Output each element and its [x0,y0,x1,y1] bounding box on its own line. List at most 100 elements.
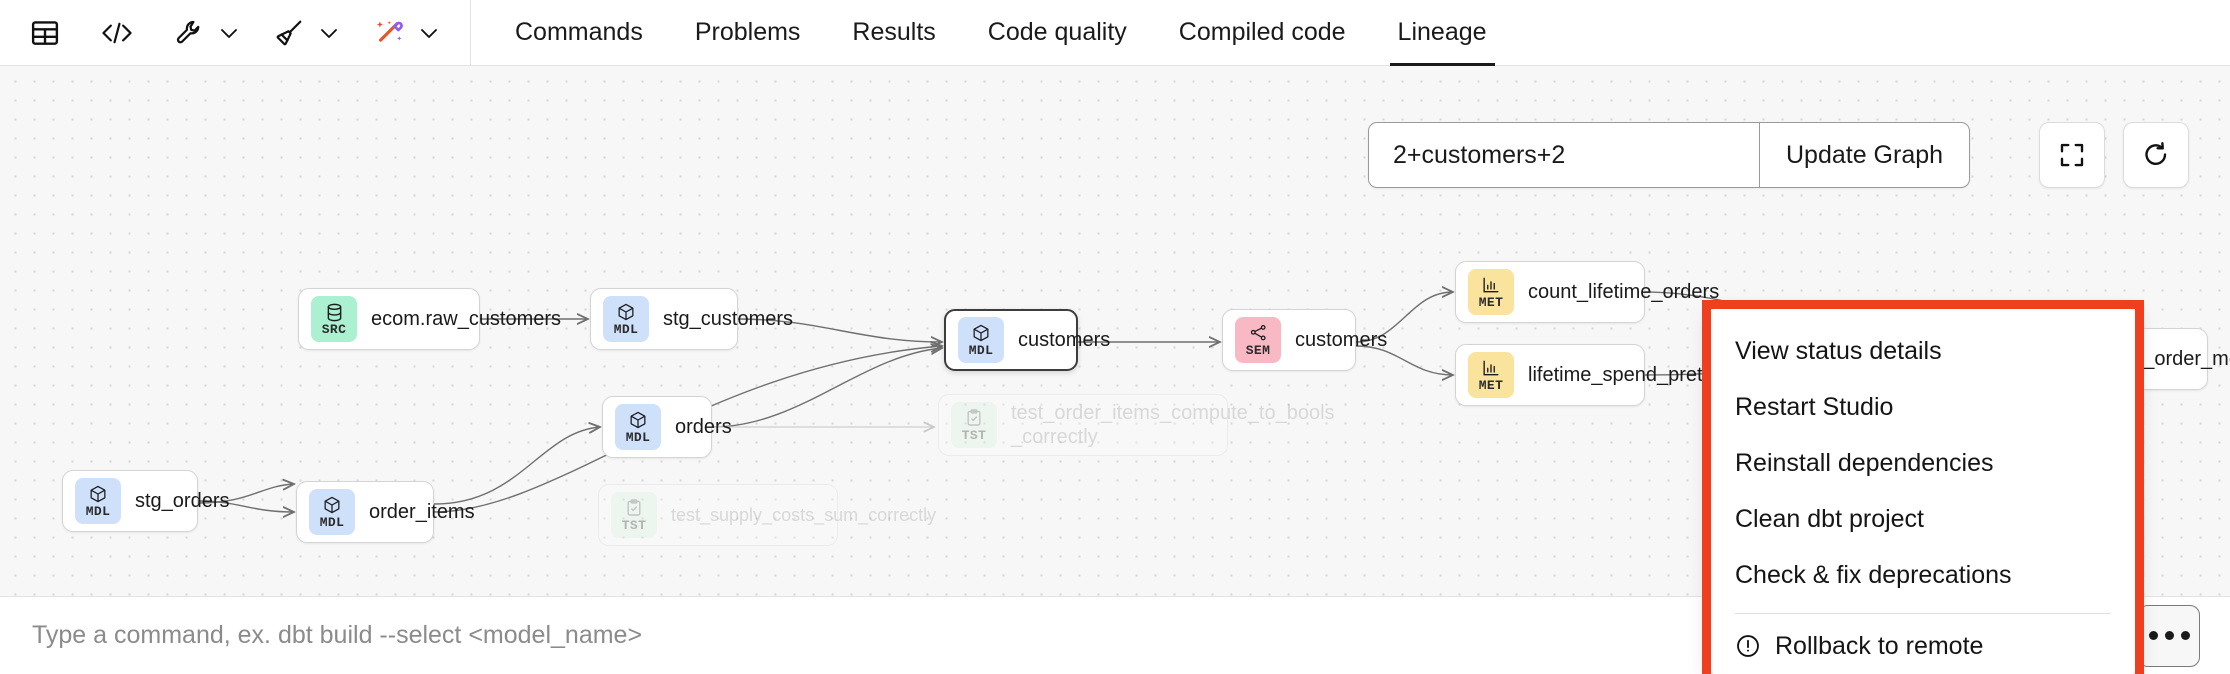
model-badge: MDL [603,296,649,342]
lineage-node-test-supply-costs[interactable]: TST test_supply_costs_sum_correctly [598,484,936,546]
graph-selector-bar: Update Graph [1368,122,1971,188]
top-toolbar: Commands Problems Results Code quality C… [0,0,2230,66]
lineage-node-stg-customers[interactable]: MDL stg_customers [590,288,793,350]
metric-badge: MET [1468,352,1514,398]
lineage-node-lifetime-spend-pretax[interactable]: MET lifetime_spend_pretax [1455,344,1724,406]
lineage-node-orders[interactable]: MDL orders [602,396,732,458]
tab-code-quality[interactable]: Code quality [987,17,1127,46]
menu-item-clean-dbt-project[interactable]: Clean dbt project [1711,491,2135,547]
node-label: test_supply_costs_sum_correctly [671,505,937,525]
toolbar-divider [470,0,471,66]
wrench-icon[interactable] [166,10,212,56]
fullscreen-icon[interactable] [2039,122,2105,188]
metric-badge: MET [1468,269,1514,315]
badge-type-label: TST [961,428,987,443]
menu-item-label: Check & fix deprecations [1735,560,2012,589]
menu-item-restart-studio[interactable]: Restart Studio [1711,379,2135,435]
badge-type-label: MDL [319,515,345,530]
broom-icon[interactable] [266,10,312,56]
node-label: order_items [369,501,475,523]
ellipsis-icon[interactable] [2138,604,2200,667]
badge-type-label: SEM [1245,343,1271,358]
tab-bar: Commands Problems Results Code quality C… [489,0,1513,66]
model-badge: MDL [958,317,1004,363]
toolbar-wrench-group [166,10,246,56]
node-label: customers [1018,329,1111,351]
dot [2180,631,2190,640]
database-icon [326,302,343,322]
code-view-icon[interactable] [94,10,140,56]
status-context-menu: View status details Restart Studio Reins… [1711,309,2135,674]
toolbar-icon-group [0,0,446,66]
menu-item-check-fix-deprecations[interactable]: Check & fix deprecations [1711,547,2135,603]
cube-icon [617,302,635,322]
node-label: stg_customers [663,308,794,330]
model-badge: MDL [309,489,355,535]
cube-icon [629,410,647,430]
tab-commands[interactable]: Commands [515,17,643,46]
badge-type-label: MDL [613,322,639,337]
badge-type-label: MDL [85,504,111,519]
node-label: test_order_items_compute_to_bools _corre… [1011,402,1335,448]
badge-type-label: SRC [321,322,347,337]
test-badge: TST [611,492,657,538]
toolbar-magic-group [366,10,446,56]
magic-chevron-down-icon[interactable] [412,10,446,56]
lineage-node-order-items[interactable]: MDL order_items [296,481,475,543]
cube-icon [972,323,990,343]
badge-type-label: MET [1478,378,1504,393]
lineage-node-count-lifetime-orders[interactable]: MET count_lifetime_orders [1455,261,1719,323]
lineage-node-test-order-items[interactable]: TST test_order_items_compute_to_bools _c… [938,394,1335,456]
graph-nodes-icon [1249,323,1268,343]
command-input[interactable] [0,621,1838,650]
menu-item-label: View status details [1735,336,1942,365]
warning-circle-icon [1735,633,1761,659]
menu-item-view-status-details[interactable]: View status details [1711,323,2135,379]
toolbar-broom-group [266,10,346,56]
tab-problems[interactable]: Problems [694,17,801,46]
lineage-node-customers-model[interactable]: MDL customers [944,309,1110,371]
bar-chart-icon [1482,275,1500,295]
lineage-node-customers-semantic[interactable]: SEM customers [1222,309,1387,371]
menu-item-label: Rollback to remote [1775,631,1984,660]
refresh-icon[interactable] [2123,122,2189,188]
clipboard-check-icon [626,498,642,518]
broom-chevron-down-icon[interactable] [312,10,346,56]
table-view-icon[interactable] [22,10,68,56]
update-graph-button[interactable]: Update Graph [1759,123,1969,187]
menu-item-label: Clean dbt project [1735,504,1925,533]
tab-lineage[interactable]: Lineage [1372,0,1513,66]
menu-item-label: Reinstall dependencies [1735,448,1994,477]
node-label: ecom.raw_customers [371,308,562,330]
model-badge: MDL [75,478,121,524]
lineage-node-ecom-raw-customers[interactable]: SRC ecom.raw_customers [298,288,561,350]
wrench-chevron-down-icon[interactable] [212,10,246,56]
menu-divider [1735,613,2111,614]
node-label: orders [675,416,732,438]
semantic-badge: SEM [1235,317,1281,363]
test-badge: TST [951,402,997,448]
node-label: customers [1295,329,1388,351]
badge-type-label: TST [621,518,647,533]
lineage-node-stg-orders[interactable]: MDL stg_orders [62,470,230,532]
node-label: lifetime_spend_pretax [1528,364,1724,386]
badge-type-label: MDL [625,430,651,445]
menu-item-reinstall-dependencies[interactable]: Reinstall dependencies [1711,435,2135,491]
menu-item-label: Restart Studio [1735,392,1894,421]
dot [2148,631,2158,640]
node-label: stg_orders [135,490,230,512]
badge-type-label: MET [1478,295,1504,310]
cube-icon [89,484,107,504]
model-badge: MDL [615,404,661,450]
clipboard-check-icon [966,408,982,428]
graph-selector-input[interactable] [1369,123,1759,187]
magic-wand-icon[interactable] [366,10,412,56]
tab-compiled-code[interactable]: Compiled code [1178,17,1346,46]
tab-results[interactable]: Results [852,17,936,46]
source-badge: SRC [311,296,357,342]
menu-item-rollback-to-remote[interactable]: Rollback to remote [1711,618,2135,674]
node-label: count_lifetime_orders [1528,281,1720,303]
bar-chart-icon [1482,358,1500,378]
badge-type-label: MDL [968,343,994,358]
